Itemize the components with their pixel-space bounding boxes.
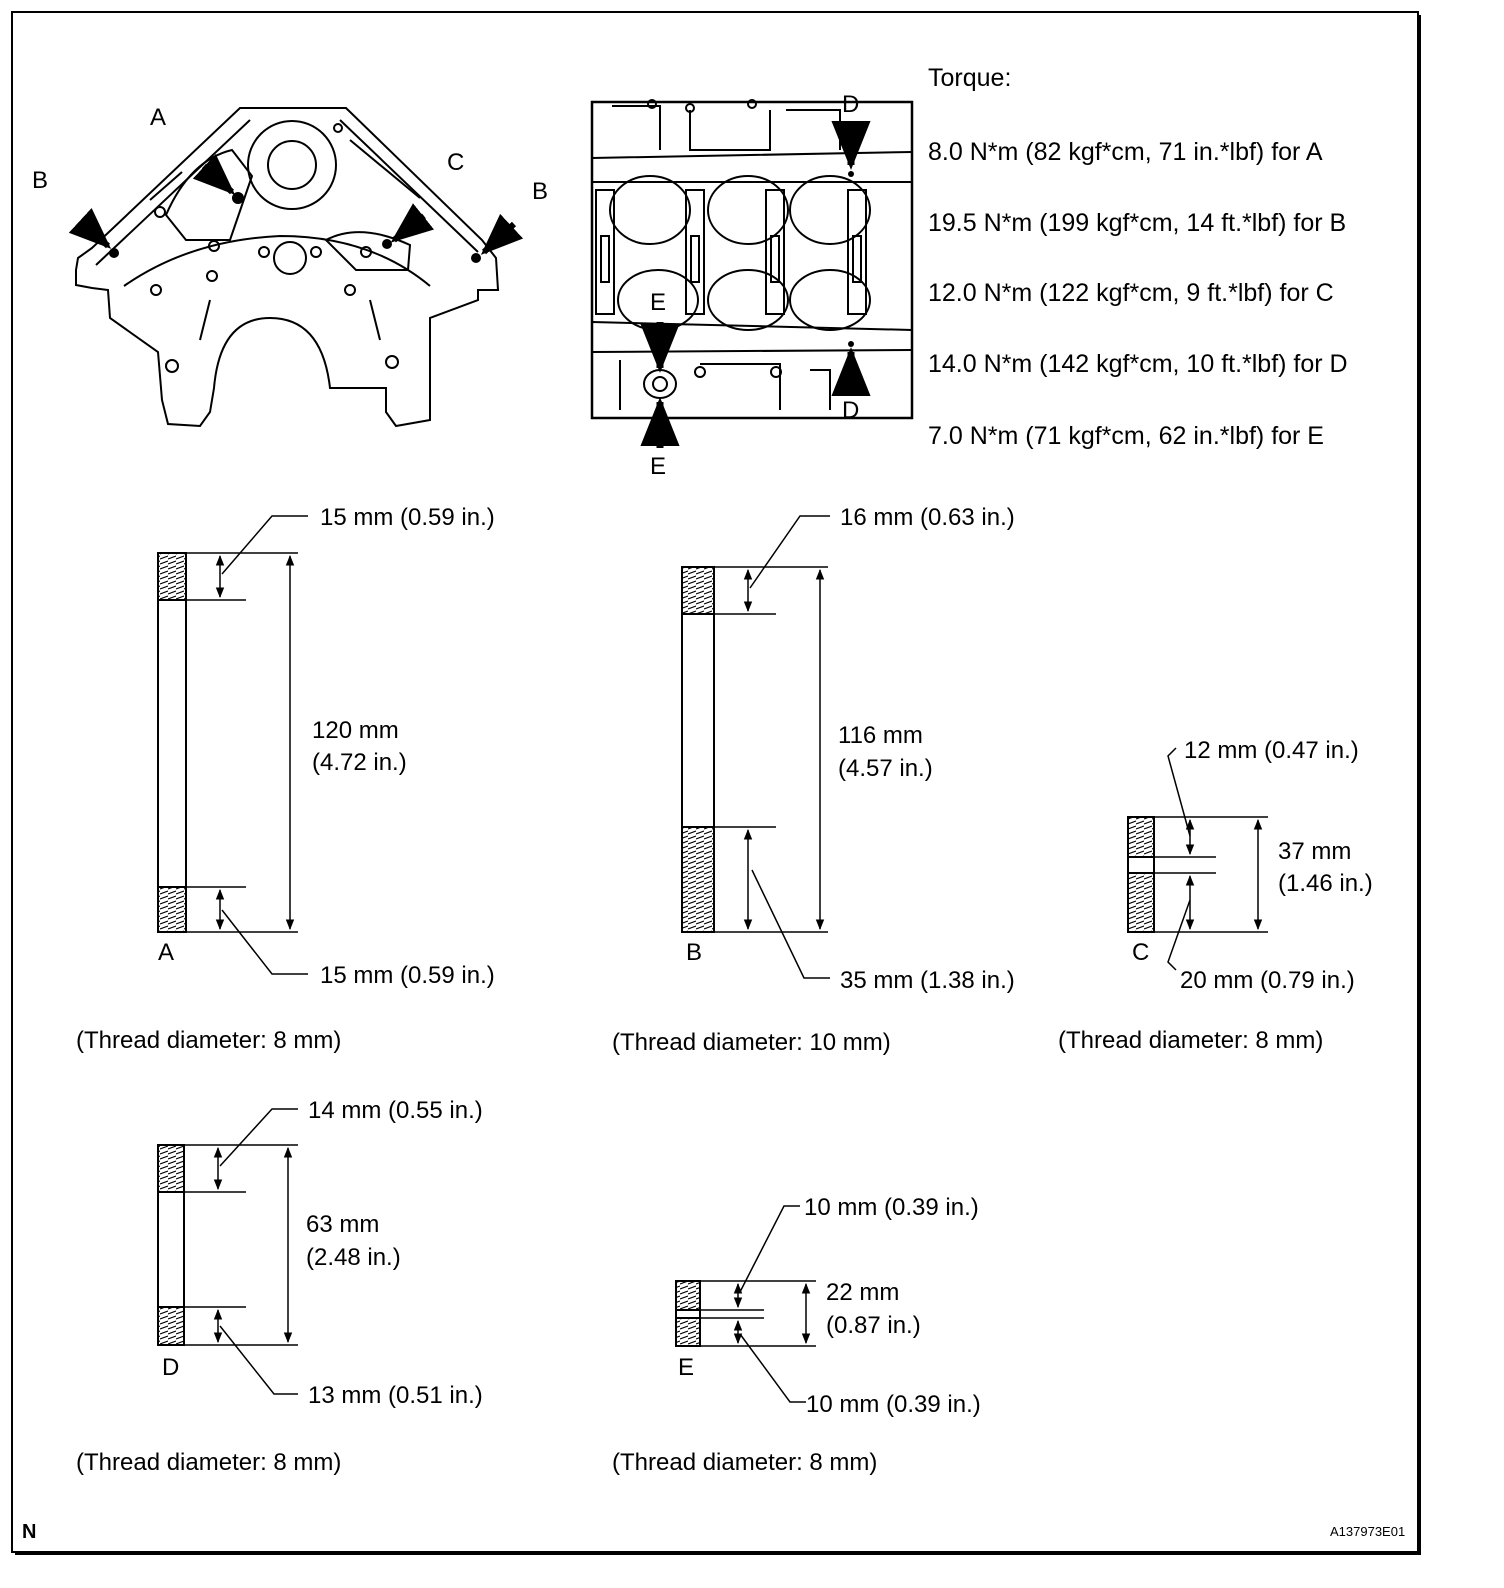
stud-a-label: A: [158, 939, 174, 966]
engine-block-top-view: [590, 99, 914, 420]
stud-c-total-in: (1.46 in.): [1278, 870, 1373, 897]
torque-line-c: 12.0 N*m (122 kgf*cm, 9 ft.*lbf) for C: [928, 279, 1334, 307]
front-view-bolt-markers: [68, 153, 524, 263]
footer-mark: N: [22, 1521, 36, 1543]
stud-d-thread-top: 14 mm (0.55 in.): [308, 1097, 483, 1124]
front-view-label-c: C: [447, 149, 464, 176]
stud-a-total-in: (4.72 in.): [312, 749, 407, 776]
top-view-label-b: B: [532, 178, 548, 205]
stud-d-drawing: [157, 1108, 298, 1395]
stud-c-label: C: [1132, 939, 1149, 966]
top-view-label-d-bottom: D: [842, 397, 859, 424]
stud-c-thread-bottom: 20 mm (0.79 in.): [1180, 967, 1355, 994]
top-view-label-e-top: E: [650, 289, 666, 316]
stud-c-total-mm: 37 mm: [1278, 838, 1351, 865]
stud-b-drawing: [681, 515, 830, 979]
front-view-label-b: B: [32, 167, 48, 194]
stud-e-thread-top: 10 mm (0.39 in.): [804, 1194, 979, 1221]
stud-c-thread-diameter: (Thread diameter: 8 mm): [1058, 1027, 1323, 1054]
torque-heading: Torque:: [928, 64, 1011, 92]
stud-e-drawing: [675, 1205, 816, 1403]
stud-b-thread-top: 16 mm (0.63 in.): [840, 504, 1015, 531]
figure-id: A137973E01: [1330, 1524, 1405, 1539]
stud-e-total-in: (0.87 in.): [826, 1312, 921, 1339]
top-view-label-d-top: D: [842, 91, 859, 118]
stud-b-thread-diameter: (Thread diameter: 10 mm): [612, 1029, 891, 1056]
stud-c-thread-top: 12 mm (0.47 in.): [1184, 737, 1359, 764]
stud-b-label: B: [686, 939, 702, 966]
stud-e-thread-diameter: (Thread diameter: 8 mm): [612, 1449, 877, 1476]
stud-d-label: D: [162, 1354, 179, 1381]
engine-block-front-view: [75, 107, 500, 428]
stud-e-total-mm: 22 mm: [826, 1279, 899, 1306]
torque-line-d: 14.0 N*m (142 kgf*cm, 10 ft.*lbf) for D: [928, 350, 1348, 378]
stud-b-total-in: (4.57 in.): [838, 755, 933, 782]
stud-a-drawing: [157, 515, 308, 975]
stud-d-total-mm: 63 mm: [306, 1211, 379, 1238]
stud-b-total-mm: 116 mm: [838, 722, 923, 749]
stud-b-thread-bottom: 35 mm (1.38 in.): [840, 967, 1015, 994]
stud-a-total-mm: 120 mm: [312, 717, 399, 744]
torque-line-a: 8.0 N*m (82 kgf*cm, 71 in.*lbf) for A: [928, 138, 1323, 166]
front-view-label-a: A: [150, 104, 166, 131]
stud-d-thread-bottom: 13 mm (0.51 in.): [308, 1382, 483, 1409]
stud-a-thread-top: 15 mm (0.59 in.): [320, 504, 495, 531]
torque-line-e: 7.0 N*m (71 kgf*cm, 62 in.*lbf) for E: [928, 422, 1324, 450]
top-view-label-e-bottom: E: [650, 453, 666, 480]
stud-d-thread-diameter: (Thread diameter: 8 mm): [76, 1449, 341, 1476]
torque-line-b: 19.5 N*m (199 kgf*cm, 14 ft.*lbf) for B: [928, 209, 1346, 237]
top-view-bolt-markers: [640, 120, 871, 448]
stud-e-label: E: [678, 1354, 694, 1381]
frame-shadow-bottom: [15, 1551, 1421, 1555]
frame-shadow-right: [1417, 15, 1421, 1553]
stud-d-total-in: (2.48 in.): [306, 1244, 401, 1271]
stud-a-thread-diameter: (Thread diameter: 8 mm): [76, 1027, 341, 1054]
stud-a-thread-bottom: 15 mm (0.59 in.): [320, 962, 495, 989]
stud-e-thread-bottom: 10 mm (0.39 in.): [806, 1391, 981, 1418]
stud-c-drawing: [1127, 747, 1268, 971]
